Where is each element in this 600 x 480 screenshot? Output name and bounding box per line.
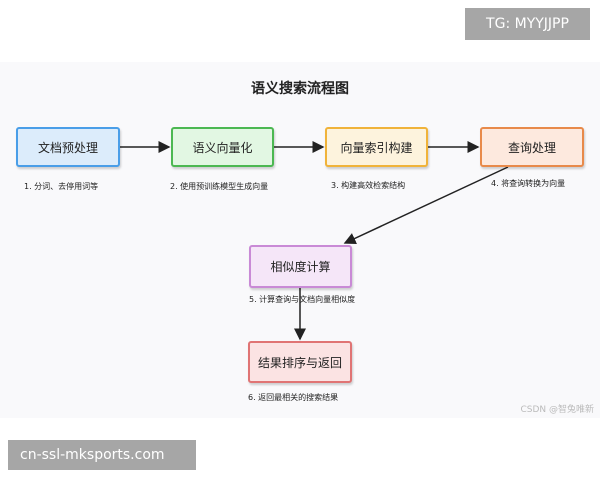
tg-overlay-label: TG: MYYJJPP [465,8,590,40]
node-similarity-calc[interactable]: 相似度计算 [249,245,352,288]
note-semantic-vectorize: 2. 使用预训练模型生成向量 [170,182,269,191]
csdn-watermark: CSDN @智兔唯新 [520,405,594,415]
note-index-build: 3. 构建高效检索结构 [331,181,406,190]
node-semantic-vectorize[interactable]: 语义向量化 [171,127,274,167]
note-doc-preprocess: 1. 分词、去停用词等 [24,182,99,191]
edge-query-process-to-similarity-calc [343,166,509,245]
note-query-process: 4. 将查询转换为向量 [491,179,566,188]
note-rank-return: 6. 返回最相关的搜索结果 [248,393,339,402]
node-index-build[interactable]: 向量索引构建 [325,127,428,167]
node-doc-preprocess[interactable]: 文档预处理 [16,127,120,167]
diagram-title: 语义搜索流程图 [251,81,349,97]
node-rank-return[interactable]: 结果排序与返回 [248,341,352,383]
site-overlay-label: cn-ssl-mksports.com [8,440,196,470]
note-similarity-calc: 5. 计算查询与文档向量相似度 [249,295,356,304]
node-query-process[interactable]: 查询处理 [480,127,584,167]
